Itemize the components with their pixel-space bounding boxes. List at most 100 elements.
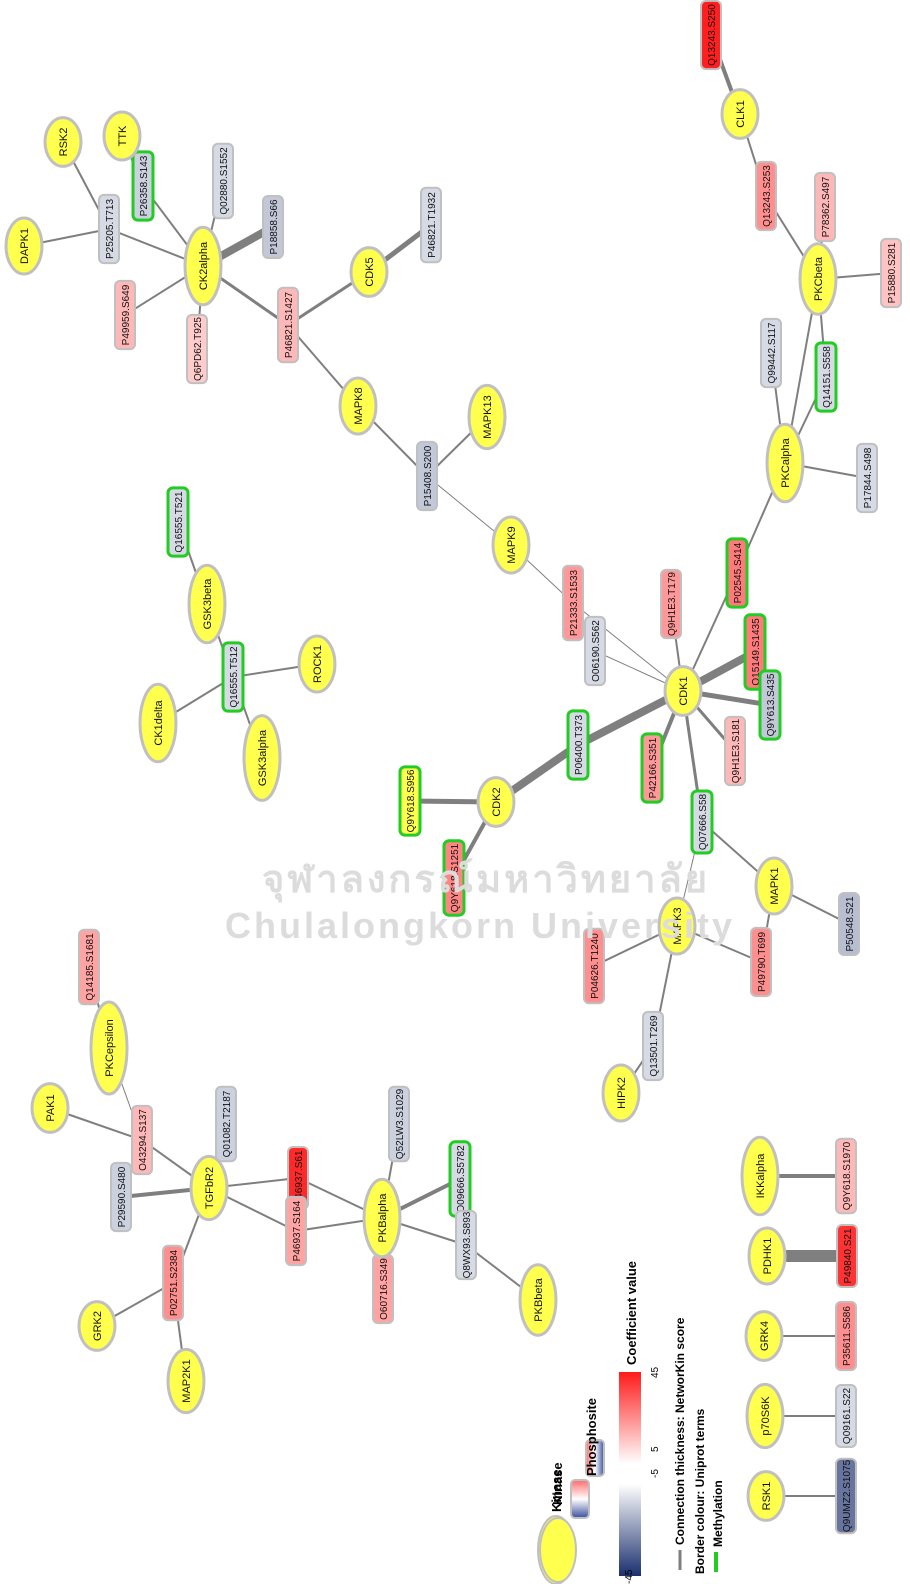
kinase-label: MAPK1 (769, 867, 781, 904)
kinase-node[interactable]: GSK3beta (187, 563, 227, 645)
kinase-node[interactable]: MAPK8 (338, 376, 378, 436)
phosphosite-node[interactable]: P35611.S586 (835, 1300, 857, 1372)
phosphosite-node[interactable]: P49959.S649 (114, 279, 136, 351)
phosphosite-node[interactable]: Q16555.T521 (166, 486, 190, 558)
phosphosite-node[interactable]: P49840.S21 (836, 1224, 858, 1288)
phosphosite-label: Q13243.S250 (707, 4, 718, 66)
phosphosite-node[interactable]: P17844.S498 (856, 442, 878, 514)
phosphosite-node[interactable]: Q9Y613.S435 (758, 669, 782, 741)
kinase-node[interactable]: MAPK13 (467, 383, 507, 451)
phosphosite-node[interactable]: Q9Y618.S1970 (835, 1137, 857, 1215)
phosphosite-node[interactable]: Q8WX93.S893 (455, 1209, 477, 1281)
kinase-node[interactable]: IKKalpha (740, 1135, 780, 1217)
phosphosite-box (750, 926, 772, 998)
phosphosite-node[interactable]: P21333.S1533 (562, 564, 584, 642)
kinase-ellipse (518, 1263, 558, 1337)
phosphosite-node[interactable]: Q14185.S1681 (78, 928, 100, 1006)
phosphosite-label: P42166.S351 (648, 737, 659, 798)
phosphosite-node[interactable]: Q13243.S253 (755, 160, 777, 232)
kinase-node[interactable]: TGFbR2 (189, 1154, 229, 1222)
phosphosite-node[interactable]: P46821.T1932 (420, 186, 442, 264)
kinase-node[interactable]: TTK (102, 110, 142, 162)
phosphosite-node[interactable]: Q01082.T2187 (215, 1085, 237, 1163)
phosphosite-node[interactable]: Q09161.S22 (835, 1384, 857, 1448)
kinase-node[interactable]: MAPK1 (754, 856, 794, 916)
phosphosite-node[interactable]: O06190.S562 (584, 615, 606, 687)
phosphosite-node[interactable]: P15880.S281 (880, 237, 902, 309)
phosphosite-node[interactable]: P25205.T713 (98, 193, 120, 265)
phosphosite-node[interactable]: Q13501.T269 (642, 1010, 664, 1082)
kinase-node[interactable]: CDK5 (349, 246, 389, 298)
phosphosite-node[interactable]: Q6PD62.T925 (186, 313, 208, 385)
phosphosite-node[interactable]: Q52LW3.S1029 (388, 1085, 410, 1163)
phosphosite-node[interactable]: Q9Y618.S1251 (442, 839, 466, 917)
kinase-node[interactable]: CDK2 (476, 776, 516, 828)
kinase-node[interactable]: MAPK9 (491, 515, 531, 575)
phosphosite-node[interactable]: P42166.S351 (640, 732, 664, 804)
phosphosite-box (166, 486, 190, 558)
phosphosite-node[interactable]: O60716.S349 (372, 1253, 394, 1325)
kinase-node[interactable]: CLK1 (720, 88, 760, 140)
phosphosite-node[interactable]: Q9Y618.S956 (398, 765, 422, 837)
kinase-node[interactable]: CK2alpha (183, 225, 223, 307)
phosphosite-node[interactable]: Q9H1E3.S181 (724, 715, 746, 787)
phosphosite-node[interactable]: P46821.S1427 (277, 286, 299, 364)
phosphosite-box (420, 186, 442, 264)
phosphosite-node[interactable]: Q07666.S58 (690, 789, 714, 855)
phosphosite-node[interactable]: Q16555.T512 (221, 641, 245, 713)
phosphosite-node[interactable]: P46937.S164 (285, 1195, 307, 1267)
phosphosite-box (660, 568, 682, 640)
phosphosite-node[interactable]: Q9UMZ2.S1075 (835, 1457, 857, 1535)
phosphosite-node[interactable]: P26358.S143 (131, 150, 155, 222)
phosphosite-box (277, 286, 299, 364)
phosphosite-node[interactable]: P50548.S21 (838, 892, 860, 956)
phosphosite-node[interactable]: P06400.T373 (566, 709, 590, 781)
kinase-node[interactable]: PDHK1 (747, 1226, 787, 1286)
phosphosite-node[interactable]: P15408.S200 (416, 440, 438, 512)
kinase-label: MAPK13 (482, 395, 494, 438)
kinase-node[interactable]: ROCK1 (297, 634, 337, 694)
kinase-node[interactable]: RSK1 (746, 1470, 786, 1522)
kinase-node[interactable]: MAP2K1 (166, 1347, 206, 1415)
phosphosite-node[interactable]: Q99442.S117 (760, 317, 782, 389)
kinase-node[interactable]: CDK1 (663, 665, 703, 717)
phosphosite-node[interactable]: P49790.T699 (750, 926, 772, 998)
watermark-thai: จุฬาลงกรณ์มหาวิทยาลัย (262, 859, 711, 901)
phosphosite-node[interactable]: P02545.S414 (725, 537, 749, 609)
phosphosite-node[interactable]: P02751.S2384 (162, 1244, 184, 1322)
kinase-node[interactable]: GSK3alpha (242, 714, 282, 802)
kinase-node[interactable]: HIPK2 (601, 1063, 641, 1123)
kinase-node[interactable]: CK1delta (138, 682, 178, 764)
phosphosite-node[interactable]: P29590.S480 (110, 1161, 132, 1233)
phosphosite-node[interactable]: O09666.S5782 (448, 1140, 472, 1218)
kinase-label: PKCepsilon (104, 1019, 116, 1076)
phosphosite-node[interactable]: Q9H1E3.T179 (660, 568, 682, 640)
kinase-node[interactable]: p70S6K (745, 1382, 785, 1450)
kinase-node[interactable]: GRK2 (77, 1300, 117, 1352)
kinase-node[interactable]: GRK4 (744, 1310, 784, 1362)
kinase-node[interactable]: MAPK3 (657, 896, 697, 956)
phosphosite-node[interactable]: P46937.S61 (287, 1146, 309, 1210)
phosphosite-node[interactable]: Q02880.S1552 (212, 142, 234, 220)
phosphosite-node[interactable]: P18858.S66 (262, 195, 284, 259)
kinase-node[interactable]: PKBbeta (518, 1263, 558, 1337)
kinase-node[interactable]: PAK1 (30, 1082, 70, 1134)
kinase-node[interactable]: PKBalpha (362, 1177, 402, 1259)
phosphosite-node[interactable]: O15149.S1435 (743, 613, 767, 691)
kinase-label: TGFbR2 (204, 1167, 216, 1209)
kinase-node[interactable]: PKCalpha (765, 422, 805, 504)
kinase-node[interactable]: PKCbeta (798, 242, 838, 316)
phosphosite-node[interactable]: Q13243.S250 (700, 0, 722, 71)
kinase-ellipse (166, 1347, 206, 1415)
kinase-node[interactable]: PKCepsilon (89, 1000, 129, 1096)
phosphosite-label: Q52LW3.S1029 (395, 1088, 406, 1159)
phosphosite-label: O43294.S137 (138, 1109, 149, 1171)
kinase-node[interactable]: DAPK1 (4, 216, 44, 276)
phosphosite-node[interactable]: P04626.T1240 (583, 927, 605, 1005)
phosphosite-label: P49959.S649 (121, 284, 132, 345)
kinase-node[interactable]: RSK2 (43, 116, 83, 168)
phosphosite-box (743, 613, 767, 691)
phosphosite-node[interactable]: Q14151.S558 (814, 341, 838, 413)
phosphosite-node[interactable]: O43294.S137 (131, 1104, 153, 1176)
phosphosite-node[interactable]: P78362.S497 (814, 171, 836, 243)
